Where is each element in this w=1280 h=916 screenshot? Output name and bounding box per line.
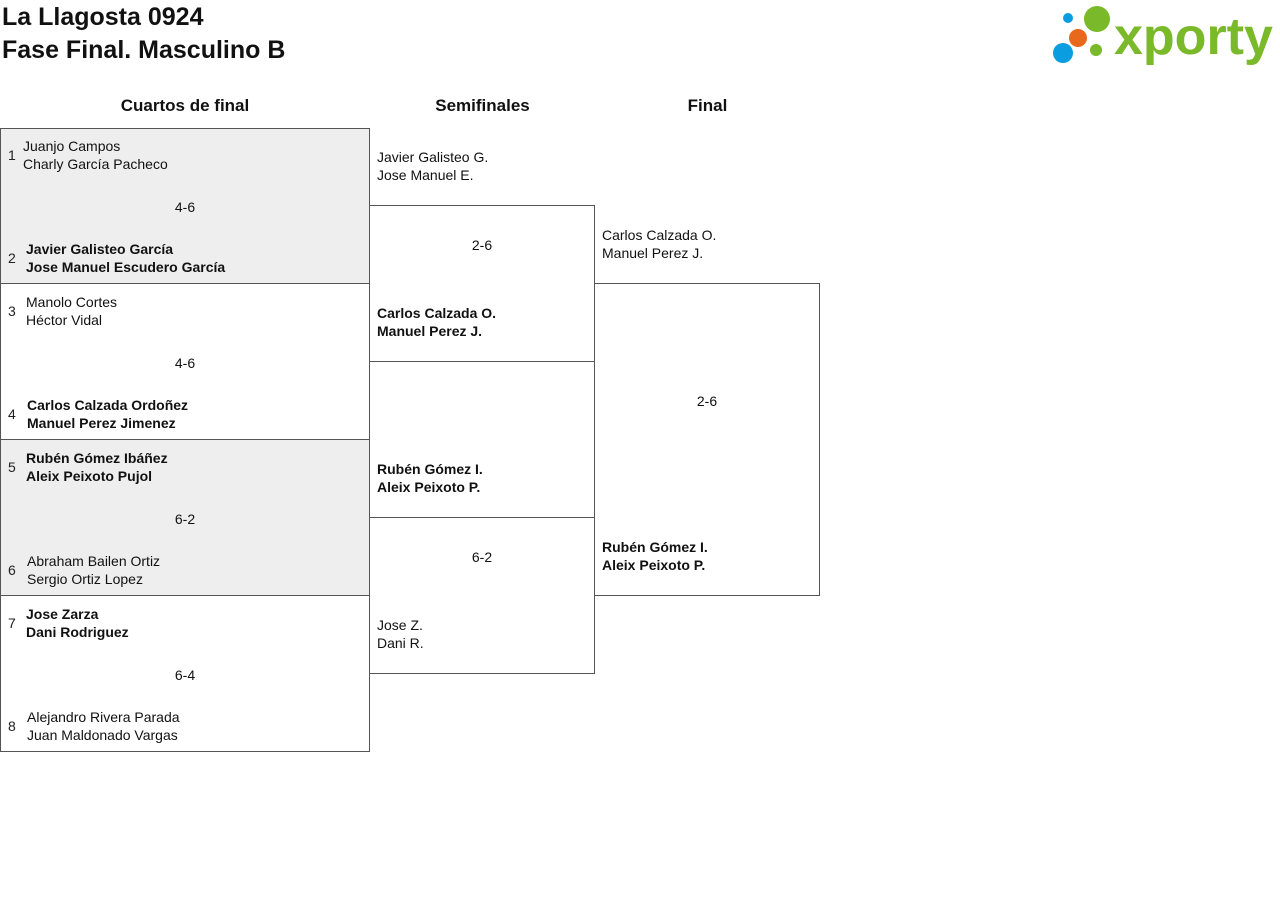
player-name: Jose Zarza (26, 606, 99, 622)
player-name: Carlos Calzada O. (377, 305, 497, 321)
seed-number: 2 (8, 250, 16, 266)
quarterfinal-match-4[interactable]: 7 Jose Zarza Dani Rodriguez 6-4 8 Alejan… (0, 595, 370, 752)
player-name: Javier Galisteo G. (377, 149, 489, 165)
team-pair: Alejandro Rivera Parada Juan Maldonado V… (27, 708, 180, 744)
phase-title: Fase Final. Masculino B (2, 36, 286, 64)
round-heading-semifinals: Semifinales (435, 96, 530, 115)
match-score: 6-4 (174, 667, 196, 683)
xporty-logo[interactable]: xporty (1052, 4, 1276, 66)
player-name: Jose Manuel E. (377, 167, 474, 183)
player-name: Dani R. (377, 635, 424, 651)
player-name: Héctor Vidal (26, 312, 103, 328)
team-pair: Manolo Cortes Héctor Vidal (26, 293, 117, 329)
seed-number: 7 (8, 615, 16, 631)
semifinal-match-2[interactable]: 6-2 Jose Z. Dani R. (369, 517, 595, 674)
team-pair-winner: Carlos Calzada O. Manuel Perez J. (377, 304, 496, 340)
quarterfinal-match-1[interactable]: 1 Juanjo Campos Charly García Pacheco 4-… (0, 128, 370, 284)
seed-number: 8 (8, 718, 16, 734)
seed-number: 5 (8, 459, 16, 475)
player-name: Rubén Gómez I. (602, 539, 708, 555)
match-score: 6-2 (471, 549, 493, 565)
player-name: Sergio Ortiz Lopez (27, 571, 143, 587)
semifinal-1-team-top: Javier Galisteo G. Jose Manuel E. (377, 148, 488, 184)
player-name: Manuel Perez J. (602, 245, 704, 261)
final-match[interactable]: 2-6 Rubén Gómez I. Aleix Peixoto P. (594, 283, 820, 596)
player-name: Manuel Perez Jimenez (27, 415, 176, 431)
player-name: Jose Z. (377, 617, 423, 633)
quarterfinal-match-2[interactable]: 3 Manolo Cortes Héctor Vidal 4-6 4 Carlo… (0, 283, 370, 440)
final-team-top: Carlos Calzada O. Manuel Perez J. (602, 226, 716, 262)
player-name: Aleix Peixoto P. (602, 557, 706, 573)
player-name: Aleix Peixoto P. (377, 479, 481, 495)
seed-number: 3 (8, 303, 16, 319)
team-pair-winner: Rubén Gómez Ibáñez Aleix Peixoto Pujol (26, 449, 168, 485)
semifinal-2-team-top-winner: Rubén Gómez I. Aleix Peixoto P. (377, 460, 483, 496)
match-score: 4-6 (174, 199, 196, 215)
logo-text: xporty (1114, 8, 1273, 66)
team-pair: Juanjo Campos Charly García Pacheco (23, 137, 168, 173)
player-name: Rubén Gómez I. (377, 461, 483, 477)
player-name: Javier Galisteo García (26, 241, 174, 257)
player-name: Dani Rodriguez (26, 624, 129, 640)
team-pair: Jose Z. Dani R. (377, 616, 424, 652)
match-score: 2-6 (471, 237, 493, 253)
player-name: Juanjo Campos (23, 138, 121, 154)
team-pair: Abraham Bailen Ortiz Sergio Ortiz Lopez (27, 552, 160, 588)
player-name: Manuel Perez J. (377, 323, 483, 339)
player-name: Abraham Bailen Ortiz (27, 553, 161, 569)
seed-number: 6 (8, 562, 16, 578)
match-score: 2-6 (696, 393, 718, 409)
match-score: 6-2 (174, 511, 196, 527)
team-pair-winner: Jose Zarza Dani Rodriguez (26, 605, 129, 641)
player-name: Juan Maldonado Vargas (27, 727, 178, 743)
player-name: Manolo Cortes (26, 294, 118, 310)
player-name: Alejandro Rivera Parada (27, 709, 180, 725)
player-name: Jose Manuel Escudero García (26, 259, 226, 275)
seed-number: 1 (8, 147, 16, 163)
round-heading-final: Final (687, 96, 728, 115)
round-heading-quarterfinals: Cuartos de final (120, 96, 250, 115)
team-pair-winner: Javier Galisteo García Jose Manuel Escud… (26, 240, 225, 276)
player-name: Carlos Calzada O. (602, 227, 717, 243)
player-name: Carlos Calzada Ordoñez (27, 397, 189, 413)
player-name: Rubén Gómez Ibáñez (26, 450, 168, 466)
seed-number: 4 (8, 406, 16, 422)
quarterfinal-match-3[interactable]: 5 Rubén Gómez Ibáñez Aleix Peixoto Pujol… (0, 439, 370, 596)
team-pair-winner: Rubén Gómez I. Aleix Peixoto P. (602, 538, 708, 574)
tournament-title: La Llagosta 0924 (2, 3, 204, 31)
semifinal-match-1[interactable]: 2-6 Carlos Calzada O. Manuel Perez J. (369, 205, 595, 362)
player-name: Charly García Pacheco (23, 156, 168, 172)
xporty-logo-graphic: xporty (1053, 6, 1273, 66)
team-pair-winner: Carlos Calzada Ordoñez Manuel Perez Jime… (27, 396, 188, 432)
player-name: Aleix Peixoto Pujol (26, 468, 153, 484)
match-score: 4-6 (174, 355, 196, 371)
